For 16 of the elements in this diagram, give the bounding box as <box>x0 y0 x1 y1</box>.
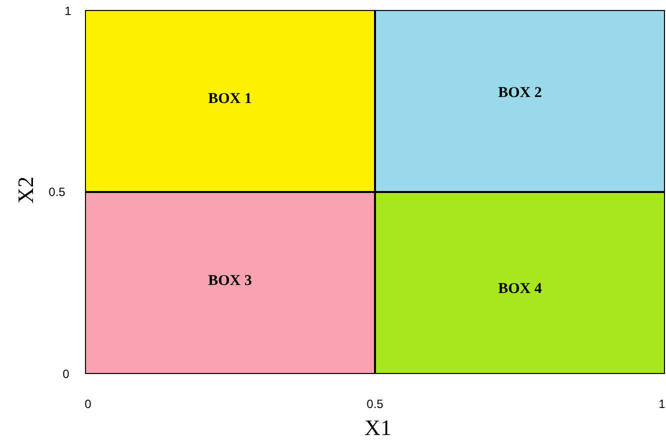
box-label: BOX 1 <box>208 90 252 108</box>
tick-label: 0.5 <box>48 185 66 199</box>
tick-label: 0.5 <box>366 397 384 411</box>
region-box <box>85 10 375 192</box>
tick-label: 1 <box>64 4 72 18</box>
region-box <box>375 10 665 192</box>
box-label: BOX 2 <box>498 84 542 102</box>
tick-label: 0 <box>62 367 70 381</box>
box-label: BOX 4 <box>498 280 542 298</box>
axis-title: X1 <box>364 415 392 440</box>
tick-label: 1 <box>658 397 666 411</box>
region-box <box>375 192 665 374</box>
axis-title: X2 <box>13 176 39 204</box>
tick-label: 0 <box>84 397 92 411</box>
region-box <box>85 192 375 374</box>
box-label: BOX 3 <box>208 272 252 290</box>
